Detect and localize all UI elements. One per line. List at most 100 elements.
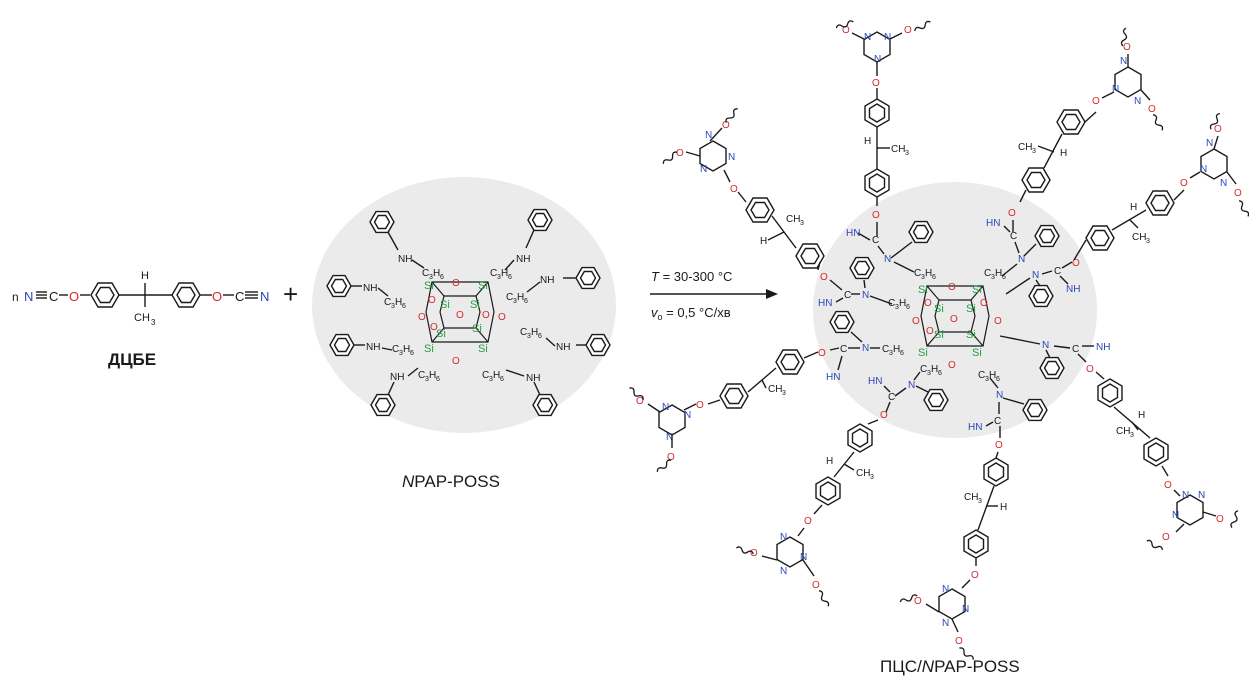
svg-text:6: 6: [1002, 274, 1006, 281]
svg-text:3: 3: [391, 303, 395, 310]
atom-label: O: [212, 289, 222, 304]
svg-text:CH: CH: [891, 144, 905, 155]
svg-text:3: 3: [895, 304, 899, 311]
svg-text:O: O: [1162, 532, 1170, 543]
svg-text:O: O: [452, 356, 460, 367]
atom-label: C: [49, 289, 58, 304]
svg-text:3: 3: [1032, 148, 1036, 155]
svg-text:C: C: [482, 370, 489, 381]
svg-text:N: N: [1198, 490, 1205, 501]
svg-text:3: 3: [927, 370, 931, 377]
svg-text:6: 6: [402, 303, 406, 310]
monomer-label: ДЦБЕ: [108, 350, 156, 369]
svg-text:O: O: [1216, 514, 1224, 525]
svg-text:HN: HN: [868, 376, 882, 387]
svg-text:O: O: [1214, 124, 1222, 135]
svg-text:C: C: [840, 344, 847, 355]
svg-text:NH: NH: [363, 283, 377, 294]
svg-text:C: C: [392, 344, 399, 355]
svg-text:O: O: [1164, 480, 1172, 491]
svg-text:CH: CH: [964, 492, 978, 503]
svg-text:6: 6: [906, 304, 910, 311]
svg-text:N: N: [942, 618, 949, 629]
svg-text:6: 6: [524, 298, 528, 305]
svg-text:N: N: [1018, 254, 1025, 265]
svg-text:O: O: [914, 596, 922, 607]
svg-text:C: C: [1010, 231, 1017, 242]
svg-text:H: H: [1130, 202, 1137, 213]
svg-text:N: N: [800, 552, 807, 563]
svg-text:N: N: [700, 164, 707, 175]
svg-text:N: N: [996, 390, 1003, 401]
svg-text:3: 3: [527, 333, 531, 340]
svg-text:H: H: [1000, 502, 1007, 513]
svg-text:H: H: [826, 456, 833, 467]
svg-text:O: O: [995, 440, 1003, 451]
svg-text:6: 6: [440, 274, 444, 281]
svg-text:O: O: [1123, 42, 1131, 53]
svg-text:3: 3: [800, 220, 804, 227]
svg-text:O: O: [696, 400, 704, 411]
svg-text:Si: Si: [470, 299, 480, 311]
svg-text:O: O: [818, 348, 826, 359]
svg-text:H: H: [899, 298, 906, 309]
svg-text:Si: Si: [934, 329, 944, 341]
svg-text:O: O: [498, 312, 506, 323]
svg-text:C: C: [872, 235, 879, 246]
svg-text:6: 6: [436, 376, 440, 383]
svg-text:6: 6: [900, 350, 904, 357]
svg-text:3: 3: [870, 474, 874, 481]
svg-text:CH: CH: [1132, 232, 1146, 243]
svg-text:N: N: [666, 432, 673, 443]
svg-text:CH: CH: [1116, 426, 1130, 437]
svg-text:H: H: [493, 370, 500, 381]
svg-text:NH: NH: [556, 342, 570, 353]
svg-text:C: C: [1072, 344, 1079, 355]
svg-text:3: 3: [921, 274, 925, 281]
svg-text:6: 6: [508, 274, 512, 281]
svg-text:NH: NH: [526, 373, 540, 384]
svg-text:3: 3: [1130, 432, 1134, 439]
svg-text:N: N: [874, 54, 881, 65]
svg-text:N: N: [884, 32, 891, 43]
svg-text:N: N: [908, 380, 915, 391]
heating-rate-condition: vo = 0,5 °C/хв: [651, 305, 731, 322]
svg-text:Si: Si: [934, 303, 944, 315]
svg-text:C: C: [978, 370, 985, 381]
svg-text:N: N: [884, 254, 891, 265]
svg-text:Si: Si: [972, 347, 982, 359]
svg-text:O: O: [820, 272, 828, 283]
svg-text:C: C: [994, 416, 1001, 427]
svg-text:N: N: [1182, 490, 1189, 501]
svg-text:H: H: [395, 297, 402, 308]
svg-text:6: 6: [500, 376, 504, 383]
svg-text:N: N: [684, 410, 691, 421]
svg-text:3: 3: [425, 376, 429, 383]
svg-text:C: C: [1054, 266, 1061, 277]
svg-text:O: O: [1008, 208, 1016, 219]
svg-text:C: C: [984, 268, 991, 279]
svg-text:3: 3: [497, 274, 501, 281]
svg-text:O: O: [1086, 364, 1094, 375]
svg-text:O: O: [980, 298, 988, 309]
modifier-label: NPAP-POSS: [402, 472, 500, 491]
svg-text:O: O: [722, 120, 730, 131]
svg-text:Si: Si: [440, 299, 450, 311]
svg-text:6: 6: [410, 350, 414, 357]
atom-label: H: [141, 270, 149, 282]
svg-text:N: N: [1042, 340, 1049, 351]
svg-text:C: C: [384, 297, 391, 308]
svg-text:Si: Si: [478, 280, 488, 292]
svg-text:O: O: [842, 25, 850, 36]
svg-text:O: O: [667, 452, 675, 463]
svg-text:HN: HN: [818, 298, 832, 309]
svg-text:3: 3: [513, 298, 517, 305]
svg-text:H: H: [864, 136, 871, 147]
svg-text:O: O: [948, 282, 956, 293]
modifier-structure: Si Si Si Si Si Si Si Si O O O O O O O O …: [312, 177, 616, 433]
svg-text:3: 3: [1146, 238, 1150, 245]
svg-text:H: H: [501, 268, 508, 279]
svg-text:C: C: [506, 292, 513, 303]
svg-text:3: 3: [991, 274, 995, 281]
svg-text:H: H: [403, 344, 410, 355]
